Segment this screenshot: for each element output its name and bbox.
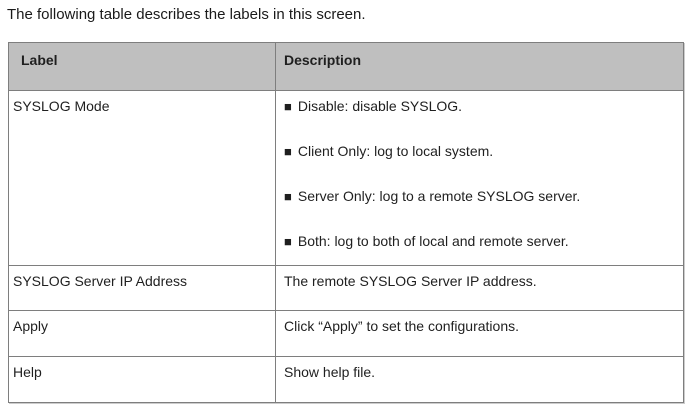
bullet-text: Client Only: log to local system.: [297, 143, 494, 159]
bullet-text: Server Only: log to a remote SYSLOG serv…: [297, 188, 581, 204]
square-bullet-icon: ■: [284, 144, 292, 159]
table-row-apply: Apply Click “Apply” to set the configura…: [8, 310, 684, 357]
description-cell: ■ Disable: disable SYSLOG. ■ Client Only: …: [275, 90, 684, 266]
bullet-item: ■ Disable: disable SYSLOG.: [284, 97, 675, 116]
label-cell: SYSLOG Mode: [8, 90, 276, 266]
description-cell: Click “Apply” to set the configurations.: [275, 310, 684, 357]
table-row-syslog-mode: SYSLOG Mode ■ Disable: disable SYSLOG. ■ C…: [8, 90, 684, 266]
bullet-item: ■ Server Only: log to a remote SYSLOG ser…: [284, 187, 675, 206]
table-row-help: Help Show help file.: [8, 356, 684, 403]
column-header-label: Label: [8, 42, 276, 91]
bullet-item: ■ Both: log to both of local and remote s…: [284, 232, 675, 251]
label-cell: SYSLOG Server IP Address: [8, 265, 276, 311]
intro-text: The following table describes the labels…: [7, 6, 366, 23]
bullet-text: Both: log to both of local and remote se…: [297, 233, 569, 249]
square-bullet-icon: ■: [284, 234, 292, 249]
label-cell: Help: [8, 356, 276, 403]
labels-description-table: Label Description SYSLOG Mode ■ Disable: …: [8, 42, 684, 403]
square-bullet-icon: ■: [284, 189, 292, 204]
table-row-syslog-server-ip: SYSLOG Server IP Address The remote SYSL…: [8, 265, 684, 311]
square-bullet-icon: ■: [284, 99, 292, 114]
label-cell: Apply: [8, 310, 276, 357]
table-header-row: Label Description: [8, 42, 684, 91]
description-cell: The remote SYSLOG Server IP address.: [275, 265, 684, 311]
bullet-item: ■ Client Only: log to local system.: [284, 142, 675, 161]
bullet-text: Disable: disable SYSLOG.: [297, 98, 463, 114]
description-cell: Show help file.: [275, 356, 684, 403]
column-header-description: Description: [275, 42, 684, 91]
